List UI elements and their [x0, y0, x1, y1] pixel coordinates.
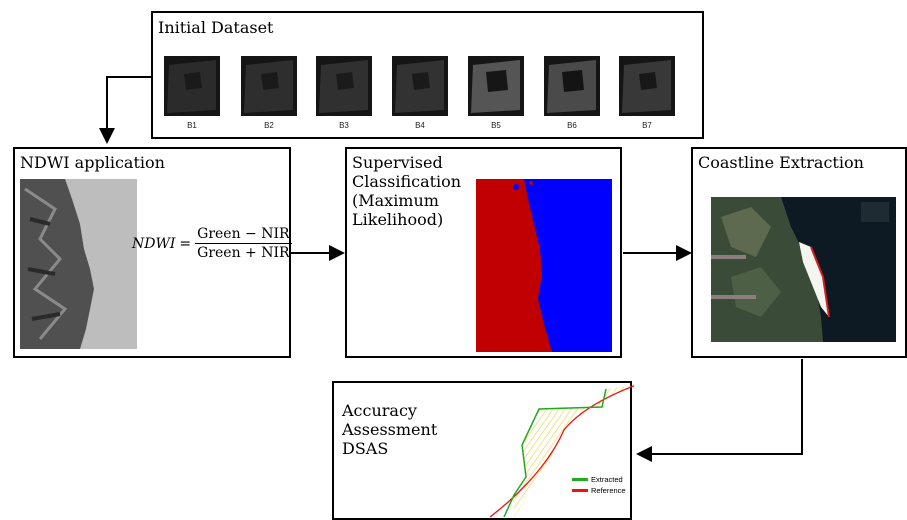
coastline-extraction-box: Coastline Extraction: [691, 147, 907, 358]
band-label-b6: B6: [567, 121, 577, 130]
band-image-b6: [544, 56, 600, 116]
accuracy-comparison-plot: [489, 385, 634, 517]
accuracy-title-line-3: DSAS: [342, 439, 389, 458]
legend-item-extracted: Extracted: [572, 474, 626, 485]
legend-swatch-extracted: [572, 478, 588, 481]
ndwi-formula-fraction: Green − NIR Green + NIR: [195, 225, 292, 262]
legend-swatch-reference: [572, 489, 588, 492]
classification-map-image: [476, 179, 612, 352]
coastline-title: Coastline Extraction: [698, 153, 864, 172]
ndwi-application-box: NDWI application NDWI = Green − NIR Gree…: [13, 147, 292, 358]
band-label-b2: B2: [264, 121, 274, 130]
accuracy-title-line-2: Assessment: [342, 420, 438, 439]
band-label-b3: B3: [339, 121, 349, 130]
classification-box: Supervised Classification (Maximum Likel…: [345, 147, 622, 358]
initial-dataset-box: Initial Dataset B1 B2 B3 B4 B5 B6 B7: [151, 11, 704, 139]
ndwi-formula-denominator: Green + NIR: [197, 245, 290, 261]
arrow-coastline-to-accuracy: [636, 359, 803, 462]
initial-dataset-title: Initial Dataset: [158, 18, 274, 37]
accuracy-assessment-box: Accuracy Assessment DSAS Extracted Refer…: [332, 381, 634, 520]
band-image-b3: [316, 56, 372, 116]
band-image-b4: [392, 56, 448, 116]
classification-title-line-2: Classification: [352, 172, 462, 191]
band-label-b7: B7: [642, 121, 652, 130]
band-image-b7: [619, 56, 675, 116]
classification-title-line-4: Likelihood): [352, 210, 444, 229]
ndwi-formula-numerator: Green − NIR: [195, 226, 292, 244]
ndwi-title: NDWI application: [20, 153, 165, 172]
band-image-b1: [164, 56, 220, 116]
band-image-b2: [241, 56, 297, 116]
accuracy-legend: Extracted Reference: [572, 474, 626, 496]
accuracy-title-line-1: Accuracy: [342, 401, 417, 420]
legend-label-reference: Reference: [591, 486, 626, 495]
classification-title-line-1: Supervised: [352, 153, 443, 172]
ndwi-formula: NDWI = Green − NIR Green + NIR: [132, 225, 292, 262]
classification-title: Supervised Classification (Maximum Likel…: [352, 153, 461, 229]
legend-item-reference: Reference: [572, 485, 626, 496]
accuracy-title: Accuracy Assessment DSAS: [342, 401, 437, 458]
ndwi-grayscale-image: [20, 179, 137, 349]
extracted-line: [503, 388, 607, 517]
band-label-b1: B1: [187, 121, 197, 130]
coastline-satellite-image: [711, 197, 896, 342]
reference-line: [489, 385, 634, 517]
ndwi-formula-lhs: NDWI: [132, 235, 176, 252]
legend-label-extracted: Extracted: [591, 475, 623, 484]
band-label-b5: B5: [491, 121, 501, 130]
band-label-b4: B4: [415, 121, 425, 130]
classification-title-line-3: (Maximum: [352, 191, 439, 210]
arrow-dataset-to-ndwi: [99, 76, 151, 144]
band-image-b5: [468, 56, 524, 116]
ndwi-formula-equals: =: [179, 235, 192, 252]
